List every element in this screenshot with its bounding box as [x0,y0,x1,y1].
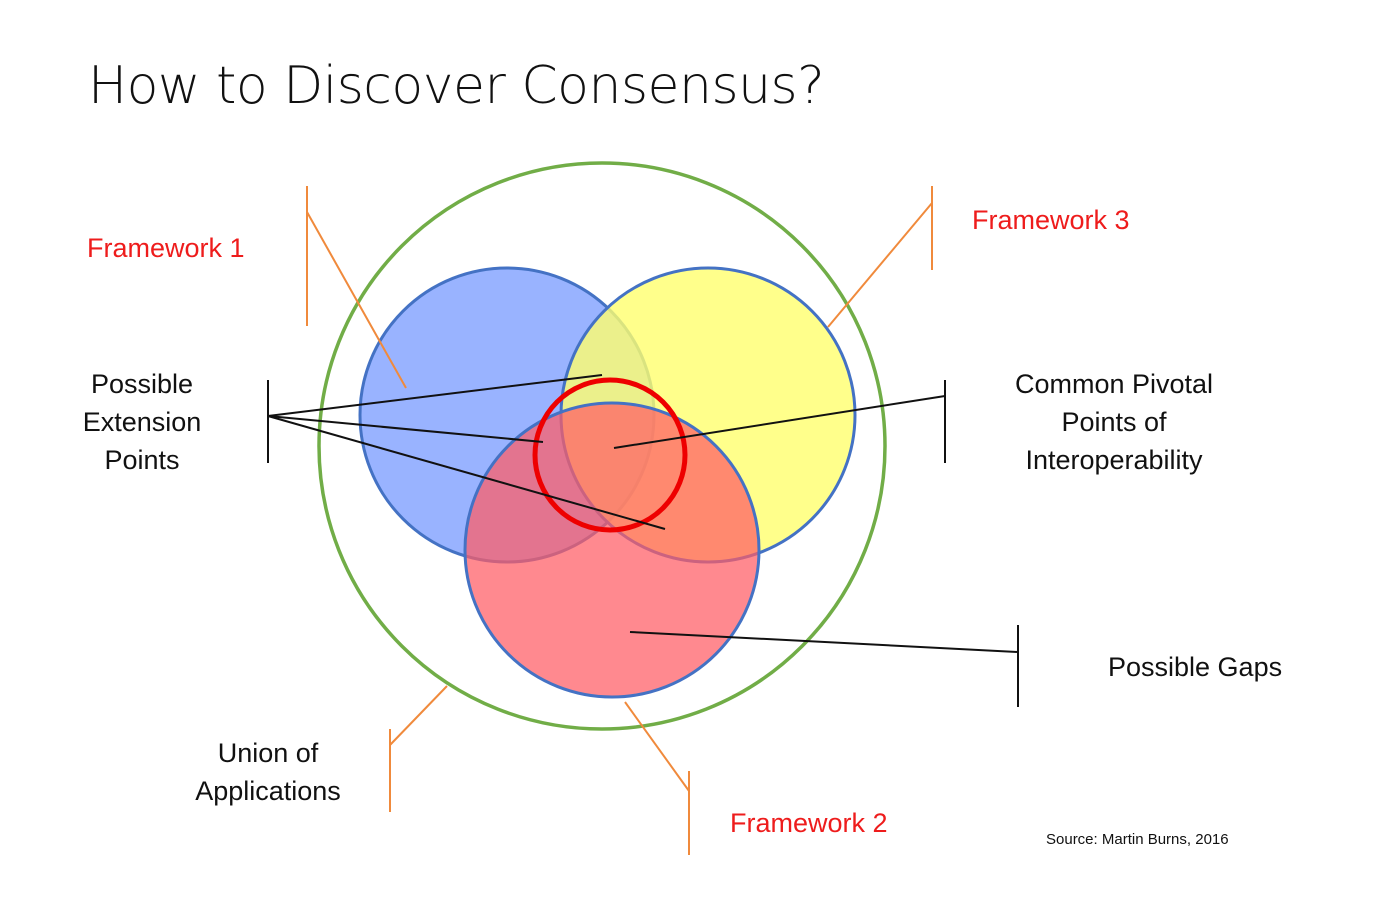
framework-1-label: Framework 1 [87,233,245,263]
pivotal-label-line-2: Points of [1061,407,1167,437]
union-label-line-2: Applications [195,776,341,806]
source-credit: Source: Martin Burns, 2016 [1046,831,1229,848]
framework-circles [358,266,857,699]
framework-1-bracket [306,186,407,389]
pivotal-points-label: Common Pivotal Points of Interoperabilit… [989,365,1239,479]
union-label-line-1: Union of [217,738,319,768]
framework-3-bracket [827,186,933,328]
pivotal-points-bracket [613,380,946,463]
union-bracket [389,685,448,812]
pivot-ring [532,377,688,533]
extension-label-line-1: Possible [90,369,194,399]
framework-2-circle [463,401,761,699]
page-title: How to Discover Consensus? [88,56,825,116]
pivotal-label-line-3: Interoperability [1025,445,1203,475]
framework-3-label: Framework 3 [972,205,1130,235]
possible-gaps-label: Possible Gaps [1108,652,1283,682]
framework-2-label: Framework 2 [730,808,888,838]
extension-label-line-2: Extension [82,407,202,437]
extension-points-label: Possible Extension Points [52,365,232,479]
pivotal-label-line-1: Common Pivotal [1014,369,1214,399]
extension-points-bracket [267,374,666,530]
extension-label-line-3: Points [104,445,180,475]
union-label: Union of Applications [168,734,368,810]
gaps-bracket [629,625,1019,707]
union-circle [317,161,887,731]
framework-2-bracket [624,701,690,855]
